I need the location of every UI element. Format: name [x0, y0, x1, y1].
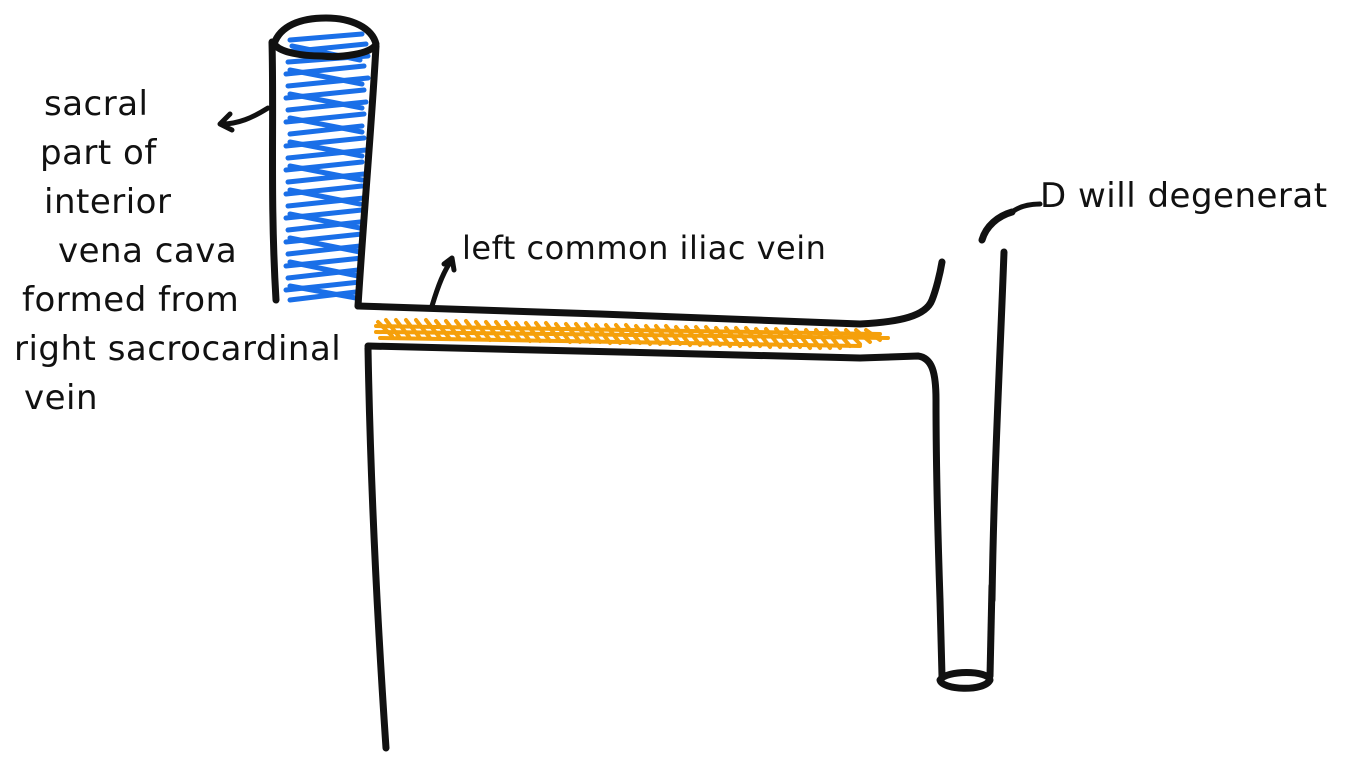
sacral-label-line: vein	[24, 378, 99, 418]
sacral-label-line: interior	[44, 182, 172, 222]
will-degenerate-label: D will degenerat	[1040, 176, 1328, 216]
iliac-lower-wall	[364, 342, 944, 604]
sacral-label-line: formed from	[22, 280, 240, 320]
arrow-sacral	[217, 105, 271, 133]
degenerating-stub-right	[986, 582, 996, 680]
ivc-right-wall	[354, 42, 380, 310]
left-descending-wall	[364, 344, 390, 752]
sacral-label-line: right sacrocardinal	[14, 329, 342, 369]
iliac-upper-wall	[354, 258, 946, 328]
arrow-degenerate	[1009, 201, 1043, 215]
sacral-label-line: sacral	[44, 84, 149, 124]
sacral-label-line: vena cava	[58, 231, 238, 271]
degenerating-vessel-wall	[988, 248, 1008, 604]
sacral-ivc-label: sacral part of interior vena cava formed…	[14, 80, 341, 423]
vein-outlines	[268, 14, 1016, 752]
degenerating-top-curve	[978, 208, 1016, 244]
left-common-iliac-label: left common iliac vein	[462, 229, 827, 267]
degenerating-stub-cap	[936, 669, 994, 692]
arrow-iliac	[429, 255, 457, 309]
arrows	[217, 105, 1043, 309]
sacral-label-line: part of	[40, 133, 157, 173]
degenerating-stub-left	[936, 596, 946, 680]
ivc-left-wall	[268, 38, 280, 304]
iliac-orange-fill	[374, 318, 890, 350]
